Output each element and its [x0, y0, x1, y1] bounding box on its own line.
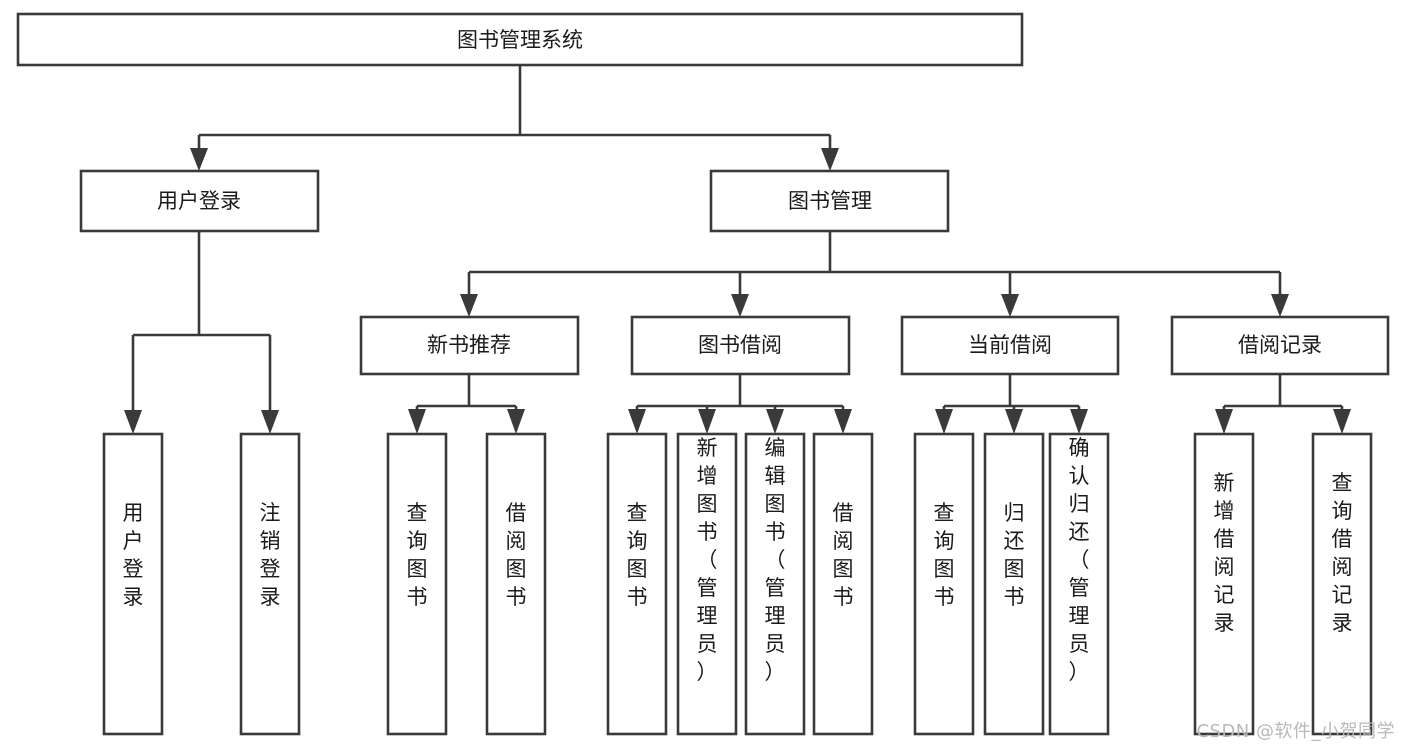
leaf-edit-book-admin-box[interactable]: [744, 432, 806, 736]
arrow-head-leaf-edit-book: [766, 409, 784, 434]
leaf-user-logout[interactable]: 注销登录: [239, 432, 301, 736]
arrow-head-leaf-add-book: [698, 409, 716, 434]
leaf-user-logout-label: 注销登录: [260, 501, 281, 609]
node-book-borrow-box[interactable]: [630, 315, 851, 376]
leaf-query-borrow-record-box[interactable]: [1311, 432, 1373, 736]
leaf-confirm-return-admin[interactable]: 确认归还（管理员）: [1048, 432, 1110, 736]
leaf-add-book-admin-label: 新增图书（管理员）: [697, 436, 718, 684]
leaf-query-book-borrow[interactable]: 查询图书: [606, 432, 668, 736]
leaf-query-borrow-record-label: 查询借阅记录: [1332, 471, 1353, 635]
leaf-query-borrow-record[interactable]: 查询借阅记录: [1311, 432, 1373, 736]
leaf-confirm-return-admin-box[interactable]: [1048, 432, 1110, 736]
node-user-login-box[interactable]: [79, 169, 320, 233]
node-new-book-recommend-box[interactable]: [359, 315, 580, 376]
leaf-add-borrow-record[interactable]: 新增借阅记录: [1193, 432, 1255, 736]
leaf-edit-book-admin-label: 编辑图书（管理员）: [765, 436, 786, 684]
leaf-borrow-book-borrow[interactable]: 借阅图书: [812, 432, 874, 736]
node-current-borrow-label: 当前借阅: [968, 333, 1052, 357]
node-user-login-label: 用户登录: [157, 189, 241, 213]
arrow-head-leaf-user-logout: [261, 410, 279, 434]
node-book-borrow-label: 图书借阅: [698, 333, 782, 357]
node-root-label: 图书管理系统: [457, 28, 583, 52]
node-book-management-label: 图书管理: [788, 189, 872, 213]
leaf-return-book[interactable]: 归还图书: [983, 432, 1045, 736]
leaf-add-book-admin-box[interactable]: [676, 432, 738, 736]
leaf-edit-book-admin[interactable]: 编辑图书（管理员）: [744, 432, 806, 736]
leaf-query-book-current-label: 查询图书: [934, 501, 955, 609]
leaf-return-book-label: 归还图书: [1004, 501, 1025, 609]
leaf-add-book-admin[interactable]: 新增图书（管理员）: [676, 432, 738, 736]
arrow-head-to-bookmgmt: [821, 148, 839, 171]
arrow-head-to-newbook: [460, 294, 478, 317]
leaf-add-borrow-record-box[interactable]: [1193, 432, 1255, 736]
leaf-user-login-label: 用户登录: [123, 501, 144, 609]
leaf-borrow-book-recommend-label: 借阅图书: [506, 501, 527, 609]
node-root-box[interactable]: [16, 12, 1024, 67]
leaf-borrow-book-borrow-label: 借阅图书: [833, 501, 854, 609]
node-book-management[interactable]: 图书管理: [709, 169, 950, 233]
node-borrow-record[interactable]: 借阅记录: [1170, 315, 1390, 376]
node-book-management-box[interactable]: [709, 169, 950, 233]
leaf-user-logout-box[interactable]: [239, 432, 301, 736]
connector-layer: [124, 65, 1351, 434]
arrow-head-leaf-user-login: [124, 410, 142, 434]
node-user-login[interactable]: 用户登录: [79, 169, 320, 233]
arrow-head-leaf-borrow-book-1: [507, 409, 525, 434]
arrow-head-to-borrowrecord: [1271, 294, 1289, 317]
leaf-query-book-current-box[interactable]: [913, 432, 975, 736]
leaf-user-login[interactable]: 用户登录: [102, 432, 164, 736]
node-book-borrow[interactable]: 图书借阅: [630, 315, 851, 376]
leaf-query-book-current[interactable]: 查询图书: [913, 432, 975, 736]
arrow-head-leaf-query-book-1: [408, 409, 426, 434]
leaf-add-borrow-record-label: 新增借阅记录: [1214, 471, 1235, 635]
node-current-borrow[interactable]: 当前借阅: [900, 315, 1120, 376]
node-current-borrow-box[interactable]: [900, 315, 1120, 376]
leaf-confirm-return-admin-label: 确认归还（管理员）: [1069, 436, 1090, 684]
leaf-borrow-book-recommend-box[interactable]: [485, 432, 547, 736]
node-new-book-recommend[interactable]: 新书推荐: [359, 315, 580, 376]
leaf-return-book-box[interactable]: [983, 432, 1045, 736]
leaf-borrow-book-borrow-box[interactable]: [812, 432, 874, 736]
leaf-query-book-borrow-label: 查询图书: [627, 501, 648, 609]
leaf-query-book-recommend[interactable]: 查询图书: [386, 432, 448, 736]
arrow-head-to-userlogin: [190, 148, 208, 171]
arrow-head-leaf-add-record: [1215, 409, 1233, 434]
node-root[interactable]: 图书管理系统: [16, 12, 1024, 67]
arrow-head-leaf-query-book-3: [935, 409, 953, 434]
leaf-query-book-recommend-box[interactable]: [386, 432, 448, 736]
arrow-head-leaf-query-record: [1333, 409, 1351, 434]
arrow-head-leaf-query-book-2: [628, 409, 646, 434]
arrow-head-to-currentborrow: [1001, 294, 1019, 317]
arrow-head-leaf-borrow-book-2: [834, 409, 852, 434]
node-borrow-record-box[interactable]: [1170, 315, 1390, 376]
arrow-head-to-borrowbook: [731, 294, 749, 317]
node-new-book-recommend-label: 新书推荐: [427, 333, 511, 357]
leaf-user-login-box[interactable]: [102, 432, 164, 736]
arrow-head-leaf-return-book: [1005, 409, 1023, 434]
leaf-query-book-borrow-box[interactable]: [606, 432, 668, 736]
arrow-head-leaf-confirm-return: [1070, 409, 1088, 434]
leaf-query-book-recommend-label: 查询图书: [407, 501, 428, 609]
leaf-borrow-book-recommend[interactable]: 借阅图书: [485, 432, 547, 736]
node-borrow-record-label: 借阅记录: [1238, 333, 1322, 357]
